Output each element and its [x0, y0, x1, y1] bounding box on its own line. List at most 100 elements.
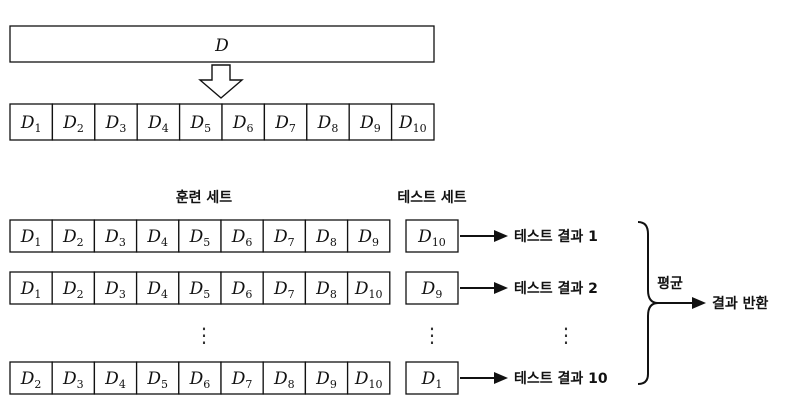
train-cell-label: D6	[189, 369, 211, 391]
partition-cell-6	[221, 103, 266, 141]
train-cell-label: D3	[62, 369, 84, 391]
test-cell	[405, 361, 459, 395]
train-set-header: 훈련 세트	[176, 189, 233, 206]
result-arrow-head-icon	[494, 372, 508, 384]
partition-label-2: D2	[62, 113, 84, 135]
partition-cell-10	[390, 103, 435, 141]
train-cell-label: D5	[189, 279, 211, 301]
partition-cell-1	[9, 103, 54, 141]
train-cell	[51, 361, 96, 395]
test-result-label: 테스트 결과 10	[514, 370, 608, 387]
result-arrow-head-icon	[494, 282, 508, 294]
test-result-label: 테스트 결과 1	[514, 228, 598, 245]
train-cell-label: D4	[104, 369, 126, 391]
partition-cell-3	[94, 103, 138, 141]
train-cell-label: D6	[231, 227, 253, 249]
train-cell-label: D7	[273, 227, 295, 249]
train-cell	[51, 219, 96, 253]
result-ellipsis: ⋮	[556, 323, 576, 347]
train-cell-label: D2	[62, 279, 84, 301]
train-ellipsis: ⋮	[194, 323, 214, 347]
train-cell-label: D7	[273, 279, 295, 301]
split-arrow-icon	[198, 64, 244, 99]
train-cell-label: D9	[315, 369, 337, 391]
train-cell-label: D7	[231, 369, 253, 391]
whole-dataset-box	[9, 25, 435, 63]
fold-row: D1 D2 D3 D4 D5 D6 D7 D8 D10 D9 테스트 결과 2	[9, 271, 598, 305]
partition-label-5: D5	[189, 113, 211, 135]
train-cell	[9, 361, 53, 395]
train-cell	[346, 361, 391, 395]
train-cell-label: D1	[20, 279, 42, 301]
test-cell	[405, 219, 459, 253]
train-cell	[346, 271, 391, 305]
train-cell-label: D3	[104, 279, 126, 301]
partition-cell-5	[178, 103, 223, 141]
train-cell	[51, 271, 96, 305]
partition-cell-9	[348, 103, 393, 141]
train-cell-label: D4	[146, 279, 168, 301]
test-result-label: 테스트 결과 2	[514, 280, 598, 297]
partition-row: D1 D2 D3 D4 D5 D6 D7 D8 D9 D10	[9, 103, 435, 141]
train-cell	[304, 271, 349, 305]
partition-cell-4	[136, 103, 181, 141]
train-cell	[178, 271, 222, 305]
partition-label-9: D9	[359, 113, 381, 135]
train-cell	[93, 361, 138, 395]
train-cell-label: D1	[20, 227, 42, 249]
partition-label-10: D10	[398, 113, 427, 135]
fold-row: D1 D2 D3 D4 D5 D6 D7 D8 D9 D10 테스트 결과 1	[9, 219, 598, 253]
test-cell-label: D9	[421, 279, 443, 301]
train-cell-label: D10	[354, 279, 383, 301]
train-cell	[346, 219, 391, 253]
train-cell	[9, 271, 53, 305]
test-ellipsis: ⋮	[422, 323, 442, 347]
train-cell	[178, 361, 222, 395]
train-cell	[220, 219, 264, 253]
train-cell	[262, 271, 307, 305]
train-cell	[178, 219, 222, 253]
train-cell	[220, 361, 264, 395]
train-cell-label: D6	[231, 279, 253, 301]
train-cell	[262, 361, 307, 395]
train-cell-label: D3	[104, 227, 126, 249]
whole-dataset-label: D	[214, 36, 229, 56]
train-cell-label: D5	[189, 227, 211, 249]
test-cell	[405, 271, 459, 305]
test-set-header: 테스트 세트	[397, 190, 466, 206]
train-cell	[135, 361, 180, 395]
train-cell	[304, 361, 349, 395]
train-cell	[135, 219, 180, 253]
train-cell	[220, 271, 264, 305]
train-cell-label: D10	[354, 369, 383, 391]
average-arrow-head-icon	[692, 297, 706, 309]
final-result-label: 결과 반환	[712, 295, 769, 312]
partition-cell-2	[51, 103, 96, 141]
train-cell-label: D8	[273, 369, 295, 391]
train-cell-label: D2	[20, 369, 42, 391]
train-cell-label: D8	[315, 279, 337, 301]
train-cell-label: D4	[146, 227, 168, 249]
train-cell-label: D9	[357, 227, 379, 249]
train-cell	[262, 219, 307, 253]
partition-label-1: D1	[20, 113, 42, 135]
partition-label-4: D4	[147, 113, 169, 135]
train-cell	[93, 219, 138, 253]
average-label: 평균	[657, 275, 683, 292]
fold-row: D2 D3 D4 D5 D6 D7 D8 D9 D10 D1 테스트 결과 10	[9, 361, 608, 395]
result-arrow-head-icon	[494, 230, 508, 242]
brace-icon	[637, 221, 659, 385]
test-cell-label: D1	[421, 369, 443, 391]
partition-label-6: D6	[232, 113, 254, 135]
train-cell-label: D2	[62, 227, 84, 249]
train-cell	[135, 271, 180, 305]
train-cell-label: D5	[146, 369, 168, 391]
partition-label-7: D7	[274, 113, 296, 135]
partition-label-3: D3	[105, 113, 127, 135]
test-cell-label: D10	[417, 227, 446, 249]
train-cell-label: D8	[315, 227, 337, 249]
partition-label-8: D8	[317, 113, 339, 135]
